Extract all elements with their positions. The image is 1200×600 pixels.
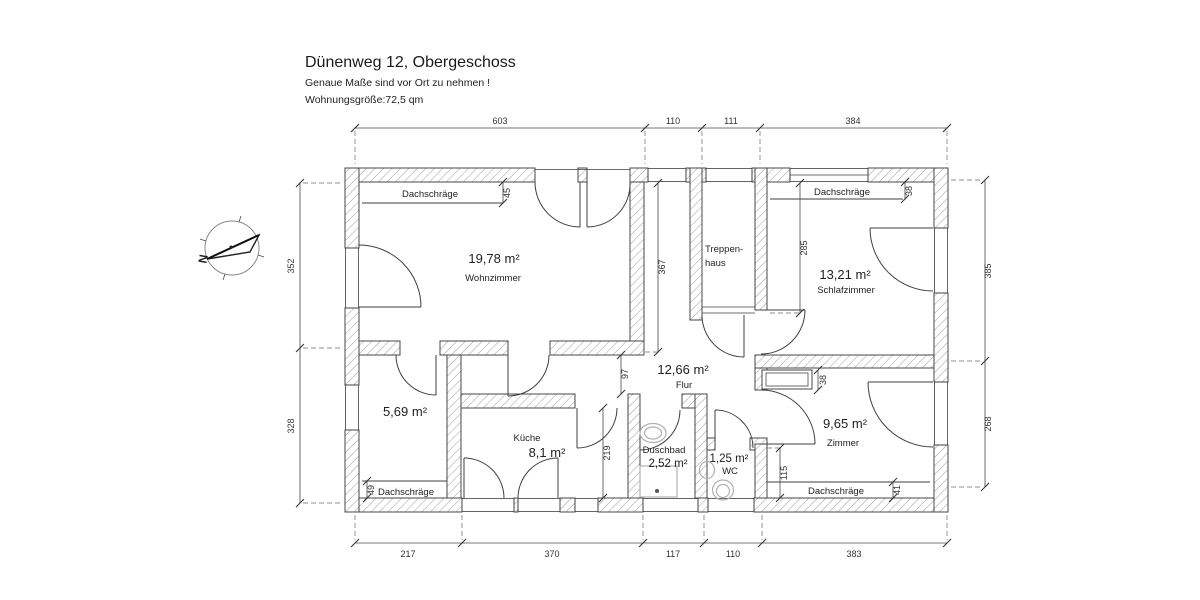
flur-name: Flur	[676, 380, 692, 391]
zimmer-area: 9,65 m²	[823, 416, 868, 431]
dim-schlafzimmer-285: 285	[799, 240, 809, 255]
measure-note: Genaue Maße sind vor Ort zu nehmen !	[305, 77, 490, 89]
dachschraege-areas: Dachschräge Dachschräge Dachschräge Dach…	[362, 187, 930, 498]
zimmer-name: Zimmer	[827, 438, 859, 449]
dimension-bottom: 217 370 117 110 383	[350, 515, 952, 559]
dim-bottom-110: 110	[726, 549, 740, 559]
treppenhaus-name-1: Treppen-	[705, 244, 743, 255]
dachschraege-label-top-right: Dachschräge	[814, 187, 870, 198]
kueche-area: 8,1 m²	[529, 445, 567, 460]
wohnzimmer-name: Wohnzimmer	[465, 273, 521, 284]
dim-bottom-217: 217	[400, 549, 415, 559]
kammer-area: 5,69 m²	[383, 404, 428, 419]
shower-tray-icon	[639, 465, 678, 498]
dim-top-111: 111	[724, 116, 738, 126]
dim-kueche-219: 219	[602, 445, 612, 460]
dimension-left: 352 328	[286, 178, 342, 508]
dim-flur-367: 367	[657, 259, 667, 274]
wohnzimmer-area: 19,78 m²	[468, 251, 520, 266]
schlafzimmer-name: Schlafzimmer	[817, 285, 875, 296]
dim-dach-38: 38	[904, 186, 914, 196]
bathroom-fixtures	[639, 422, 735, 501]
kueche-name: Küche	[514, 433, 541, 444]
windows	[345, 168, 948, 512]
dim-bottom-370: 370	[544, 549, 559, 559]
dim-top-110: 110	[666, 116, 680, 126]
duschbad-area: 2,52 m²	[649, 458, 688, 470]
dim-niche-38: 38	[818, 375, 828, 385]
dim-right-385: 385	[983, 263, 993, 278]
dim-left-328: 328	[286, 418, 296, 433]
duschbad-name: Duschbad	[643, 445, 686, 456]
flur-area: 12,66 m²	[657, 362, 709, 377]
wc-sink-icon	[698, 460, 716, 480]
room-labels: 19,78 m² Wohnzimmer 13,21 m² Schlafzimme…	[383, 244, 875, 477]
wc-area: 1,25 m²	[710, 453, 749, 465]
dim-corridor-97: 97	[620, 369, 630, 379]
dim-dach-41: 41	[892, 485, 902, 495]
toilet-icon	[711, 479, 735, 501]
dim-dach-49: 49	[366, 485, 376, 495]
page-title: Dünenweg 12, Obergeschoss	[305, 54, 516, 71]
wc-name: WC	[722, 466, 738, 477]
dim-top-384: 384	[845, 116, 860, 126]
dachschraege-label-bottom-right: Dachschräge	[808, 486, 864, 497]
dachschraege-label-bottom-left: Dachschräge	[378, 487, 434, 498]
apartment-size: Wohnungsgröße:72,5 qm	[305, 94, 424, 106]
dim-right-268: 268	[983, 416, 993, 431]
title-block: Dünenweg 12, Obergeschoss Genaue Maße si…	[305, 54, 516, 106]
treppenhaus-name-2: haus	[705, 258, 726, 269]
dim-top-603: 603	[492, 116, 507, 126]
outer-walls	[344, 167, 949, 513]
dim-left-352: 352	[286, 258, 296, 273]
dim-zimmer-115: 115	[779, 466, 789, 480]
schlafzimmer-area: 13,21 m²	[819, 267, 871, 282]
dimension-interior: 45 38 49 41 285 367 97 219	[362, 177, 914, 503]
doors	[358, 181, 934, 499]
north-letter: N	[196, 253, 211, 264]
dim-dach-45: 45	[502, 188, 512, 198]
dimension-top: 603 110 111 384	[350, 116, 952, 164]
dim-bottom-383: 383	[846, 549, 861, 559]
dimension-right: 385 268	[951, 175, 993, 492]
dim-bottom-117: 117	[666, 549, 680, 559]
dachschraege-label-top-left: Dachschräge	[402, 189, 458, 200]
sink-icon	[639, 422, 667, 444]
interior-walls	[358, 167, 935, 499]
compass-icon: N	[196, 215, 265, 281]
